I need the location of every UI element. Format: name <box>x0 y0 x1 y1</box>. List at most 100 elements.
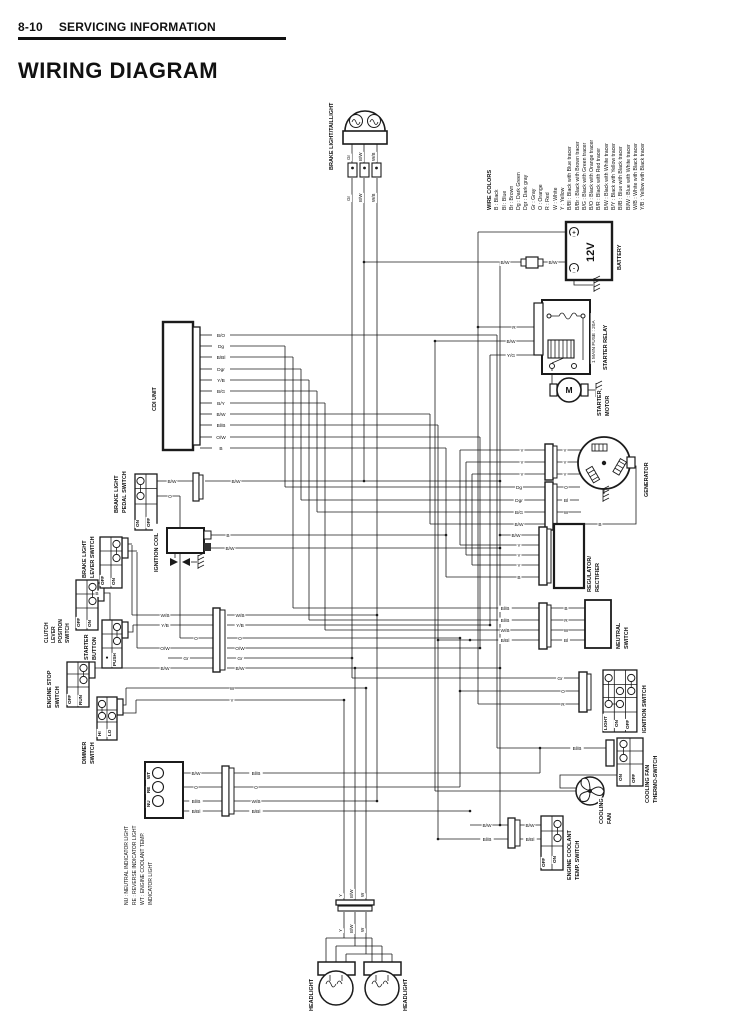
svg-text:PEDAL SWITCH: PEDAL SWITCH <box>122 471 128 513</box>
svg-text:W/B: W/B <box>160 613 169 619</box>
ground-icon <box>602 485 610 502</box>
switch-cell-label: OFF <box>99 574 106 586</box>
junction-dot <box>375 613 379 617</box>
svg-text:B/W: B/W <box>511 533 521 539</box>
wire-label: B/W <box>159 665 171 672</box>
component-label: BRAKE LIGHT <box>80 537 89 579</box>
legend-entry: R : Red <box>545 192 552 210</box>
ignition-coil <box>166 527 212 566</box>
wire-label: W <box>359 892 366 898</box>
svg-text:B/W: B/W <box>167 479 177 485</box>
switch-cell-label: OFF <box>66 693 73 705</box>
svg-text:B/Bl: B/Bl <box>252 809 261 815</box>
wire-label: Y <box>519 459 525 466</box>
svg-text:Dgr: Dgr <box>217 367 225 373</box>
legend-entry: B/G : Black with Green tracer <box>581 142 588 210</box>
wire-label: B/W <box>230 478 242 485</box>
wire-label: B/W <box>224 545 236 552</box>
svg-text:B/W: B/W <box>349 889 354 898</box>
wire-label: Y <box>337 928 344 933</box>
wire-label: Gr <box>345 153 352 161</box>
wire-label: Y <box>229 697 235 704</box>
indicator-label: RE <box>145 786 152 794</box>
component-label: 1 MAIN FUSE : 20A <box>590 313 597 364</box>
wire-label: B/W <box>357 152 364 162</box>
wire-label: R <box>511 324 517 331</box>
svg-text:B/O: B/O <box>217 333 226 339</box>
spark-gap-icon <box>170 558 178 566</box>
svg-text:LEVER: LEVER <box>51 626 57 643</box>
note-line: RE : REVERSE INDICATOR LIGHT <box>131 820 138 906</box>
pedal-switch-connector <box>192 472 204 502</box>
component-label: STARTER <box>82 633 91 661</box>
wire-label: B <box>218 445 224 452</box>
component-label: PEDAL SWITCH <box>120 468 129 514</box>
wire-label: Bl/B <box>498 617 512 624</box>
svg-text:FAN: FAN <box>607 813 613 824</box>
svg-text:B/W: B/W <box>525 823 535 829</box>
legend-entry: Bl/B : Blue with Black tracer <box>618 146 625 210</box>
svg-text:RUN: RUN <box>78 694 83 705</box>
switch-cell-label: OFF <box>145 516 152 528</box>
svg-text:BRAKE LIGHT: BRAKE LIGHT <box>82 540 88 578</box>
wire-label: B/Y <box>215 400 227 407</box>
svg-text:NU : NEUTRAL INDICATOR LIGHT: NU : NEUTRAL INDICATOR LIGHT <box>124 826 130 905</box>
junction-dot <box>436 638 440 642</box>
component-label: TEMP. SWITCH <box>573 835 582 881</box>
component-label: MOTOR <box>603 396 612 417</box>
starter-relay <box>533 299 591 375</box>
engine-stop-connector <box>88 661 96 679</box>
svg-text:Y/B: Y/B <box>217 378 225 384</box>
wire-label: R <box>560 701 566 708</box>
legend-entry: Y : Yellow <box>559 187 566 210</box>
svg-text:Y: Y <box>520 448 524 454</box>
wire-label: Dgr <box>215 366 227 373</box>
junction-dot <box>350 656 354 660</box>
junction-dot <box>353 666 357 670</box>
svg-text:COOLING: COOLING <box>599 798 605 824</box>
svg-text:BATTERY: BATTERY <box>617 244 623 270</box>
svg-text:SWITCH: SWITCH <box>90 742 96 764</box>
wire-label: Bl/B <box>249 770 263 777</box>
wire-label: B/Bl <box>249 808 263 815</box>
note-line: NU : NEUTRAL INDICATOR LIGHT <box>123 820 130 906</box>
svg-text:W/B: W/B <box>371 153 376 162</box>
component-label: COOLING <box>597 797 606 825</box>
wire-label: Bl/B <box>498 605 512 612</box>
battery-voltage: 12V <box>583 239 597 263</box>
svg-text:Y: Y <box>517 553 521 559</box>
svg-text:B/W: B/W <box>358 193 363 202</box>
indicator-label: NU <box>145 800 152 808</box>
junction-dot <box>498 479 502 483</box>
svg-text:ON: ON <box>614 719 619 727</box>
svg-text:IGNITION SWITCH: IGNITION SWITCH <box>642 685 648 733</box>
svg-text:O/W: O/W <box>160 646 170 652</box>
svg-text:B: B <box>598 522 601 528</box>
component-label: POSITION <box>57 615 64 644</box>
svg-text:W: W <box>230 686 235 692</box>
svg-text:W/B: W/B <box>500 628 509 634</box>
svg-text:LO: LO <box>107 729 112 736</box>
generator <box>544 436 636 531</box>
component-label: COOLING FAN <box>643 762 652 804</box>
battery <box>520 220 614 282</box>
junction-dot <box>498 533 502 537</box>
svg-text:W: W <box>360 892 365 897</box>
svg-text:Y: Y <box>520 460 524 466</box>
junction-dot <box>488 623 492 627</box>
wire-label: B/W <box>499 259 511 266</box>
svg-text:COOLING FAN: COOLING FAN <box>645 765 651 803</box>
svg-text:STARTER RELAY: STARTER RELAY <box>603 324 609 370</box>
svg-text:CDI UNIT: CDI UNIT <box>152 387 158 411</box>
svg-text:B/Bl: B/Bl <box>501 638 510 644</box>
svg-text:B/W: B/W <box>349 924 354 933</box>
svg-text:B: B <box>564 606 567 612</box>
harness-connector <box>212 607 226 673</box>
wire-label: Gr <box>236 655 244 662</box>
svg-text:STARTER: STARTER <box>84 634 90 660</box>
component-label: BRAKE LIGHT <box>112 472 121 514</box>
svg-text:THERMO-SWITCH: THERMO-SWITCH <box>653 756 659 803</box>
svg-text:B/W: B/W <box>514 522 524 528</box>
svg-text:Y: Y <box>520 472 524 478</box>
